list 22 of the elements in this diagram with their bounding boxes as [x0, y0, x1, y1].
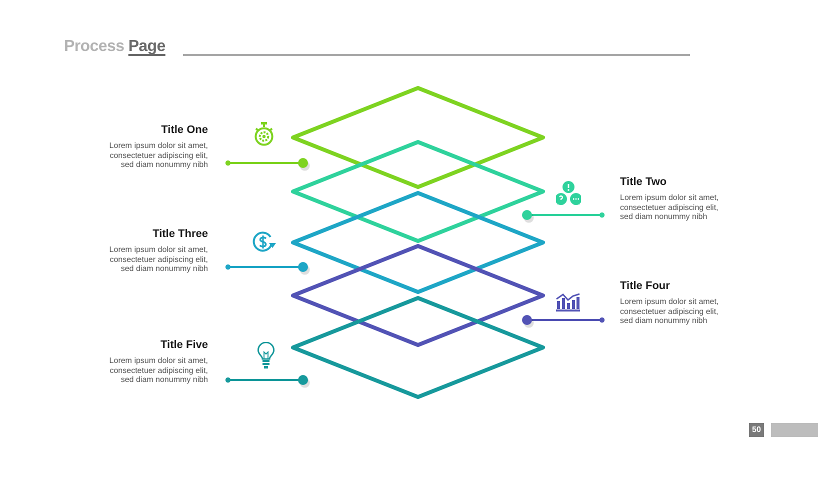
- leader-line: [225, 262, 310, 275]
- diamond-layer: [291, 191, 545, 294]
- page-number: 50: [749, 423, 764, 437]
- step-description: Lorem ipsum dolor sit amet, consectetuer adipiscing elit, sed diam nonummy nibh: [108, 245, 208, 274]
- leader-line: [225, 375, 310, 388]
- leader-line: [225, 158, 310, 171]
- step-description: Lorem ipsum dolor sit amet, consectetuer adipiscing elit, sed diam nonummy nibh: [108, 141, 208, 170]
- step-description: Lorem ipsum dolor sit amet, consectetuer adipiscing elit, sed diam nonummy nibh: [620, 193, 720, 222]
- diamond-layer: [291, 244, 545, 347]
- step-title: Title Three: [152, 228, 208, 241]
- diamond-layer: [291, 86, 545, 189]
- step-title: Title One: [161, 124, 208, 137]
- leader-line: [522, 210, 605, 223]
- step-title: Title Four: [620, 280, 670, 293]
- step-description: Lorem ipsum dolor sit amet, consectetuer adipiscing elit, sed diam nonummy nibh: [620, 297, 720, 326]
- page-title: Process Page: [64, 37, 166, 56]
- diamond-layer: [291, 296, 545, 399]
- step-description: Lorem ipsum dolor sit amet, consectetuer adipiscing elit, sed diam nonummy nibh: [108, 356, 208, 385]
- step-title: Title Two: [620, 176, 667, 189]
- diamond-layer: [291, 140, 545, 243]
- step-title: Title Five: [160, 339, 208, 352]
- leader-line: [522, 315, 605, 328]
